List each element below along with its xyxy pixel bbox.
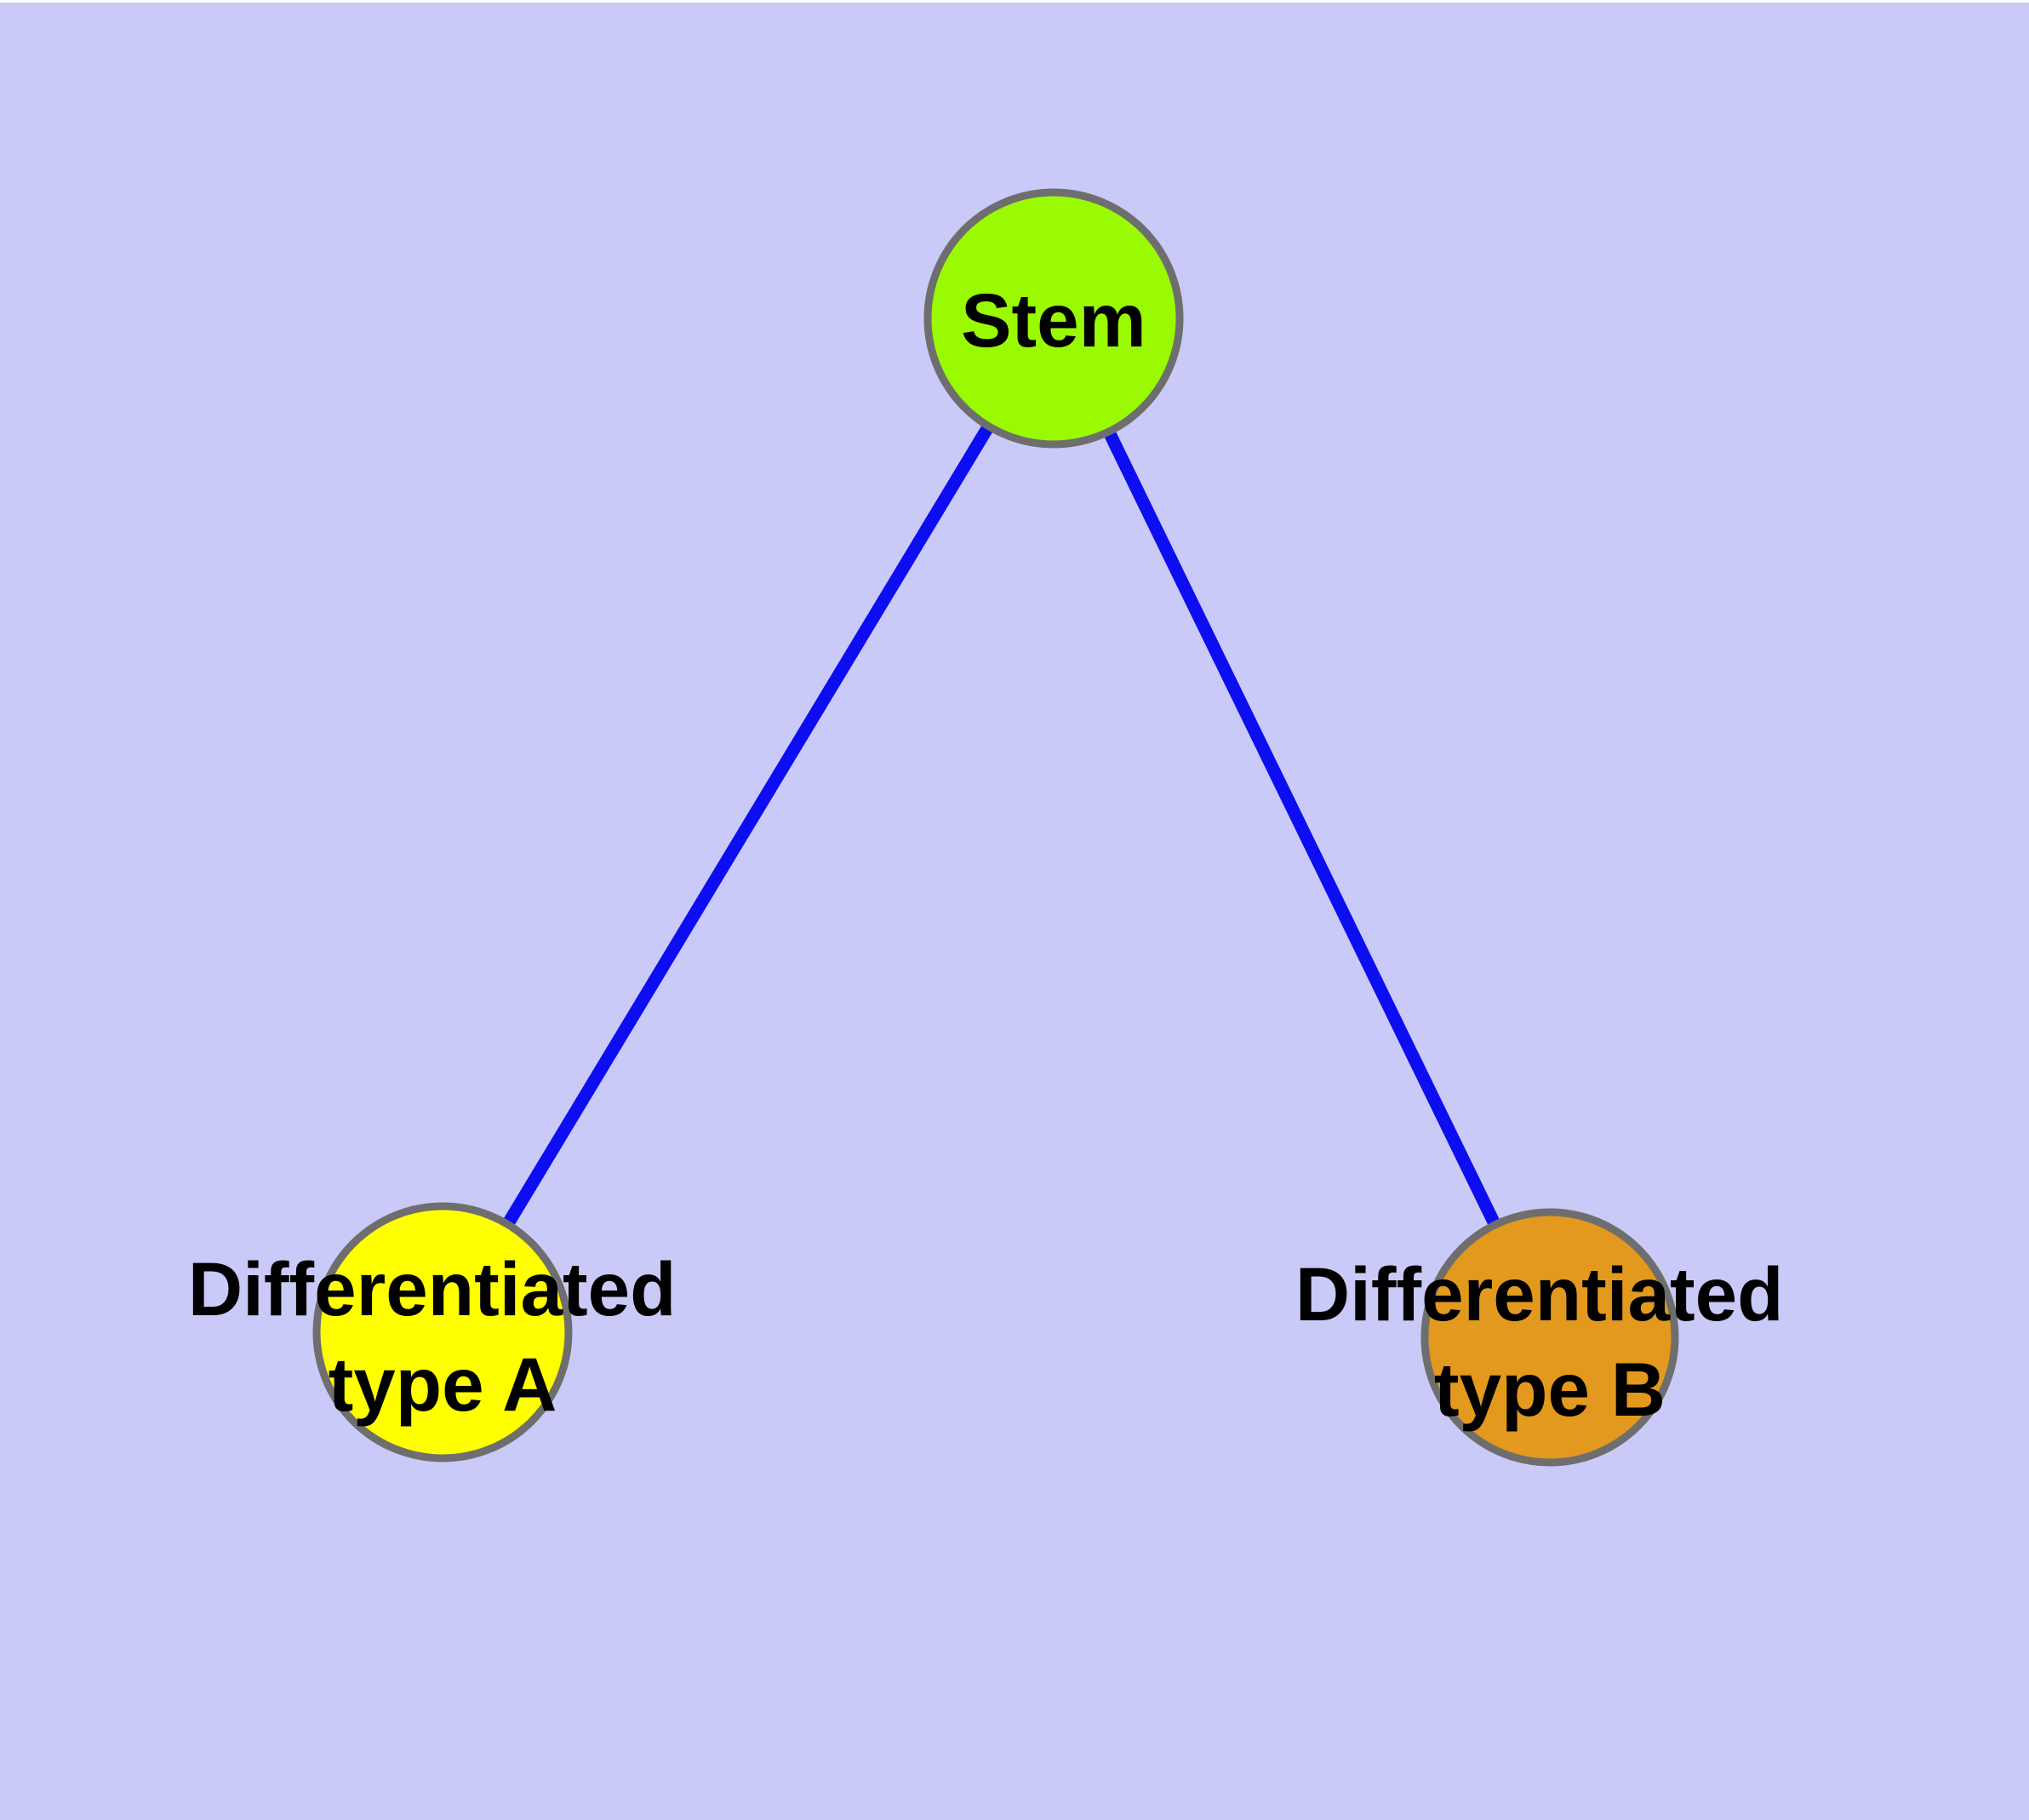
edge-stem-to-type-a: [437, 315, 1060, 1336]
nodes: [312, 188, 1679, 1467]
node-type-a-label-line2: type A: [329, 1342, 557, 1427]
node-type-a: [312, 1202, 573, 1462]
node-type-b-label: Differentiated type B: [1295, 1251, 1804, 1432]
node-labels: Stem Differentiated type A Differentiate…: [188, 278, 1804, 1432]
edges: [437, 315, 1556, 1341]
node-type-b-label-line1: Differentiated: [1295, 1251, 1784, 1336]
node-stem-label: Stem: [961, 278, 1146, 363]
node-stem: [923, 188, 1184, 449]
edge-stem-to-type-b: [1048, 315, 1556, 1341]
node-type-b-label-line2: type B: [1434, 1347, 1666, 1432]
node-type-a-label-line1: Differentiated: [188, 1246, 677, 1331]
top-edge-strip: [0, 0, 2029, 3]
node-type-a-label: Differentiated type A: [188, 1246, 697, 1427]
node-type-b: [1420, 1208, 1679, 1467]
